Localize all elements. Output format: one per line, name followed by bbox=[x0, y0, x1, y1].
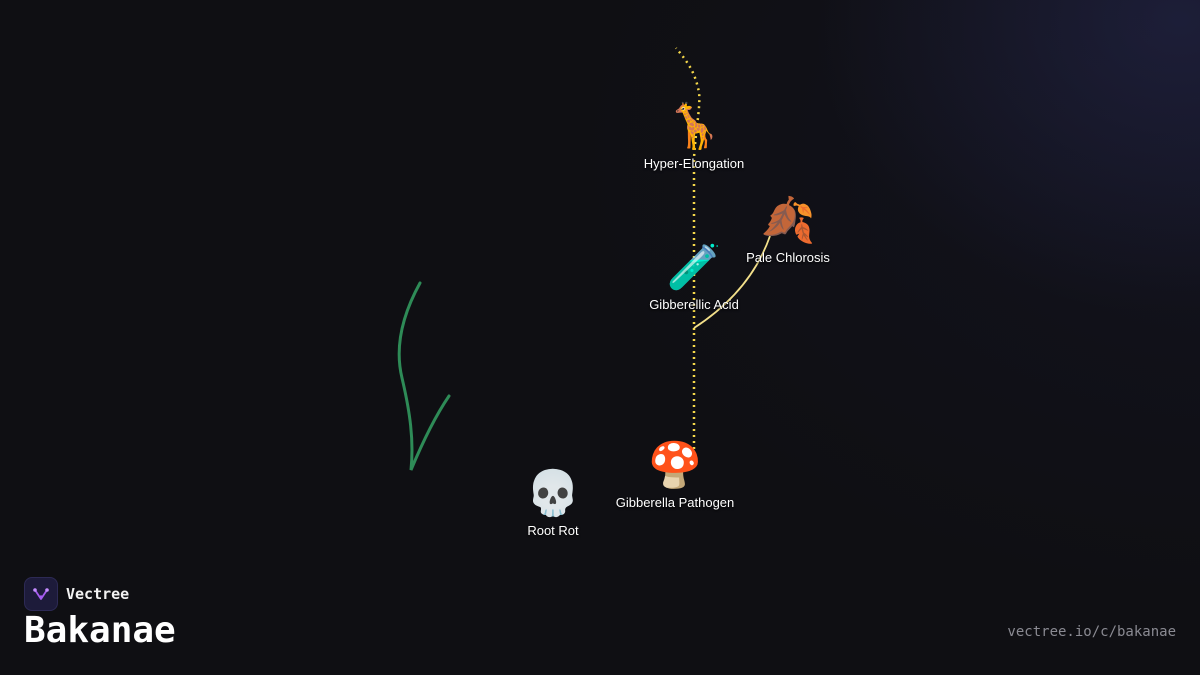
node-chlorosis[interactable]: 🍂 Pale Chlorosis bbox=[746, 196, 830, 265]
node-label: Pale Chlorosis bbox=[746, 250, 830, 265]
node-label: Gibberella Pathogen bbox=[615, 495, 735, 510]
node-label: Root Rot bbox=[527, 523, 579, 538]
mushroom-icon: 🍄 bbox=[647, 441, 703, 490]
node-hyper[interactable]: 🦒 Hyper-Elongation bbox=[644, 102, 744, 171]
node-label: Hyper-Elongation bbox=[643, 156, 745, 171]
fallen-leaf-icon: 🍂 bbox=[760, 196, 816, 245]
skull-icon: 💀 bbox=[525, 469, 581, 518]
node-label: Gibberellic Acid bbox=[649, 297, 739, 312]
brand: Vectree bbox=[24, 577, 129, 611]
brand-name: Vectree bbox=[66, 585, 130, 603]
vectree-logo-icon[interactable] bbox=[24, 577, 58, 611]
node-pathogen[interactable]: 🍄 Gibberella Pathogen bbox=[616, 441, 735, 510]
test-tube-icon: 🧪 bbox=[666, 243, 722, 292]
node-rootrot[interactable]: 💀 Root Rot bbox=[526, 469, 581, 538]
page-url[interactable]: vectree.io/c/bakanae bbox=[1007, 624, 1176, 640]
edge-acid-to-chlorosis bbox=[693, 235, 771, 329]
giraffe-icon: 🦒 bbox=[666, 102, 722, 151]
node-acid[interactable]: 🧪 Gibberellic Acid bbox=[649, 243, 739, 312]
page-title: Bakanae bbox=[24, 610, 176, 651]
decorative-stem bbox=[397, 281, 451, 471]
